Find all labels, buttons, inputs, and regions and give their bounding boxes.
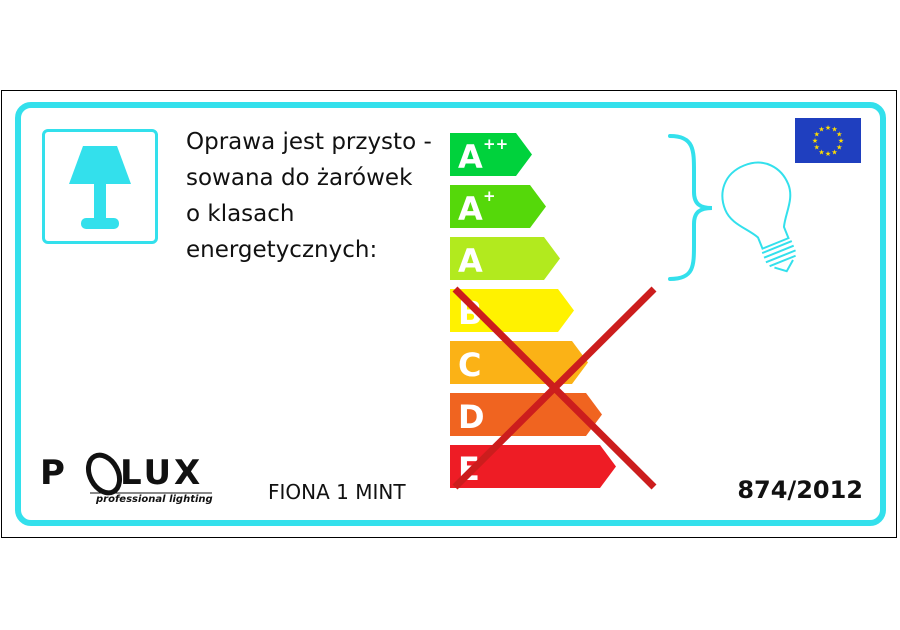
energy-class-arrow-ap: A+ [450, 185, 546, 228]
eu-star-icon: ★ [825, 124, 831, 132]
energy-class-arrow-a: A [450, 237, 560, 280]
energy-class-arrow-b: B [450, 289, 574, 332]
energy-class-letter: A [458, 242, 483, 280]
energy-class-letter: A [458, 138, 483, 176]
eu-star-icon: ★ [825, 150, 831, 158]
eu-star-icon: ★ [831, 126, 837, 134]
polux-logo: P LUX professional lighting [40, 452, 220, 505]
lamp-icon-box [42, 129, 158, 244]
eu-flag-icon: ★★★★★★★★★★★★ [795, 118, 861, 163]
energy-class-superscript: ++ [483, 135, 508, 153]
eu-star-icon: ★ [838, 137, 844, 145]
description-line: energetycznych: [186, 237, 378, 263]
energy-class-letter: C [458, 346, 481, 384]
description-line: sowana do żarówek [186, 165, 413, 191]
eu-star-icon: ★ [836, 131, 842, 139]
energy-class-arrow-c: C [450, 341, 588, 384]
description-line: o klasach [186, 201, 295, 227]
energy-class-superscript: + [483, 187, 496, 205]
eu-star-icon: ★ [812, 137, 818, 145]
svg-text:P: P [40, 453, 65, 493]
energy-class-letter: A [458, 190, 483, 228]
svg-text:LUX: LUX [120, 453, 203, 493]
eu-star-icon: ★ [814, 131, 820, 139]
eu-star-icon: ★ [831, 148, 837, 156]
brand-tagline: professional lighting [95, 494, 213, 504]
energy-class-letter: D [458, 398, 485, 436]
energy-label-inner-frame [15, 102, 886, 526]
eu-star-icon: ★ [836, 144, 842, 152]
energy-class-arrow-app: A++ [450, 133, 532, 176]
model-name: FIONA 1 MINT [268, 480, 406, 504]
regulation-number: 874/2012 [737, 476, 863, 504]
eu-star-icon: ★ [818, 148, 824, 156]
eu-star-icon: ★ [818, 126, 824, 134]
description-line: Oprawa jest przysto - [186, 129, 432, 155]
table-lamp-icon [69, 146, 131, 229]
compatibility-description: Oprawa jest przysto - sowana do żarówek … [186, 124, 446, 268]
eu-star-icon: ★ [814, 144, 820, 152]
